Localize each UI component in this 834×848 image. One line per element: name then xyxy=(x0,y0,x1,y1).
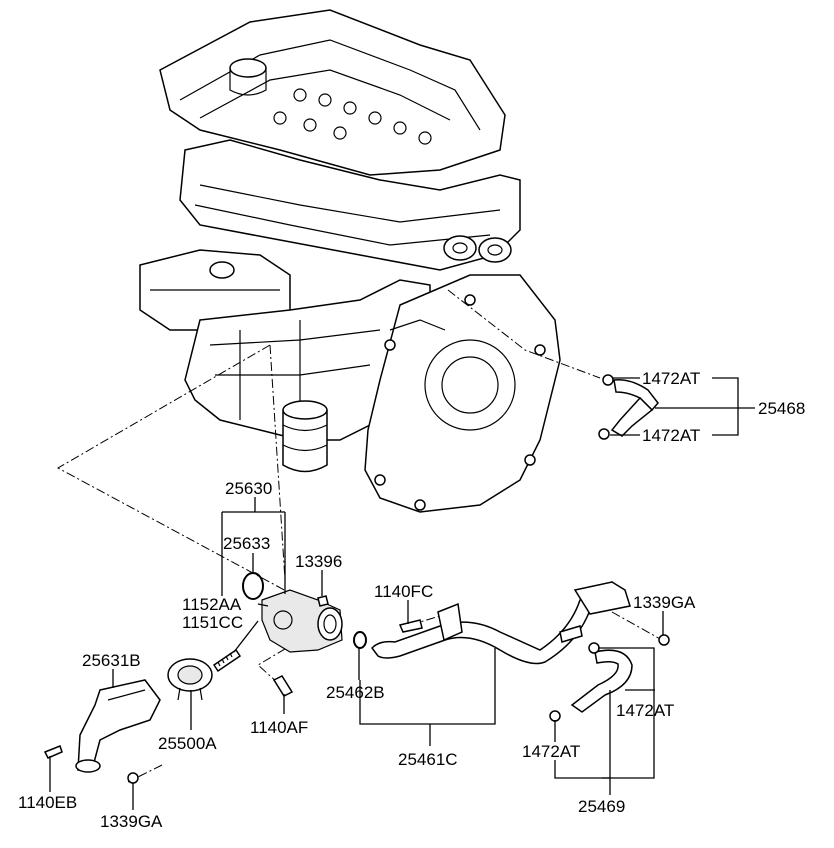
label-25633: 25633 xyxy=(223,534,270,553)
label-1140af: 1140AF xyxy=(250,718,308,737)
label-25500a: 25500A xyxy=(158,734,217,753)
label-1472at-lower-2: 1472AT xyxy=(522,742,580,761)
label-25469: 25469 xyxy=(578,797,625,816)
label-1472at-upper-2: 1472AT xyxy=(642,426,700,445)
callout-lines xyxy=(49,377,755,810)
label-25630: 25630 xyxy=(225,479,272,498)
label-25631b: 25631B xyxy=(82,651,141,670)
label-25462b: 25462B xyxy=(326,683,385,702)
thermostat-housing-illustration xyxy=(43,572,367,784)
label-1339ga-left: 1339GA xyxy=(100,812,163,831)
label-25468: 25468 xyxy=(758,399,805,418)
label-1472at-lower-1: 1472AT xyxy=(616,701,674,720)
label-1140fc: 1140FC xyxy=(374,582,433,601)
label-1339ga-right: 1339GA xyxy=(633,593,696,612)
label-1140eb: 1140EB xyxy=(18,793,77,812)
label-13396: 13396 xyxy=(295,552,342,571)
hose-25469-illustration xyxy=(549,642,633,722)
hose-25468-illustration xyxy=(598,374,659,440)
label-1151cc: 1151CC xyxy=(182,613,243,632)
engine-block-illustration xyxy=(139,9,561,513)
label-1152aa: 1152AA xyxy=(182,595,242,614)
label-1472at-upper-1: 1472AT xyxy=(642,369,700,388)
label-25461c: 25461C xyxy=(398,750,458,769)
pipe-25461c-illustration xyxy=(371,581,670,665)
part-number-labels: 25630 25633 13396 1152AA 1151CC 25631B 2… xyxy=(18,369,805,831)
